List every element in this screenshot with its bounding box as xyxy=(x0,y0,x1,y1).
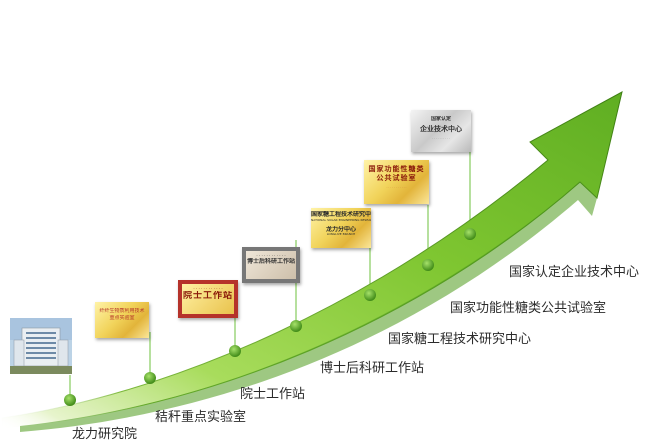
milestone-dot-4 xyxy=(290,320,302,332)
plaque-functional-sugar-lab: 国家功能性糖类 公共试验室 · · · · · · · · · · · xyxy=(364,160,429,204)
plaque-line: NATIONAL SUGAR ENGINEERING RESEARCH CENT… xyxy=(311,218,371,222)
institute-building-photo xyxy=(10,318,72,374)
plaque-line: LONGLIVE BRANCH xyxy=(326,233,356,237)
plaque-line: 院士工作站 xyxy=(182,291,233,302)
milestone-label-6: 国家功能性糖类公共试验室 xyxy=(450,301,607,316)
milestone-label-7: 国家认定企业技术中心 xyxy=(509,265,640,280)
milestone-dot-7 xyxy=(464,228,476,240)
plaque-line: 纤纤生物质利用技术 xyxy=(99,308,145,314)
plaque-line: 博士后科研工作站 xyxy=(246,258,295,266)
plaque-sugar-engineering-center: 国家糖工程技术研究中心 NATIONAL SUGAR ENGINEERING R… xyxy=(311,208,371,248)
milestone-dots xyxy=(64,228,476,406)
growth-arrow xyxy=(1,91,623,429)
milestone-dot-6 xyxy=(422,259,434,271)
plaque-enterprise-tech-center: 国家认定 企业技术中心 · · · · · · · · · · xyxy=(411,110,471,152)
plaque-postdoc-workstation: · · · · · · · · · · · · 博士后科研工作站 xyxy=(242,247,300,283)
plaque-line: 国家功能性糖类 xyxy=(368,165,425,173)
plaque-academician-workstation: · · · · · · · · · · · · 院士工作站 xyxy=(178,280,238,318)
plaque-straw-key-lab: 纤纤生物质利用技术 重点实验室 xyxy=(95,302,149,338)
milestone-dot-5 xyxy=(364,289,376,301)
milestone-dot-2 xyxy=(144,372,156,384)
milestone-label-5: 国家糖工程技术研究中心 xyxy=(388,332,532,347)
milestone-dot-1 xyxy=(64,394,76,406)
plaque-line: 公共试验室 xyxy=(376,174,417,183)
milestone-label-3: 院士工作站 xyxy=(240,387,306,402)
plaque-line: 企业技术中心 xyxy=(420,124,462,133)
milestone-label-4: 博士后科研工作站 xyxy=(320,361,425,376)
milestone-dot-3 xyxy=(229,345,241,357)
plaque-line: 重点实验室 xyxy=(109,314,135,321)
plaque-line: 龙力分中心 xyxy=(325,225,356,233)
milestone-label-1: 龙力研究院 xyxy=(72,427,138,442)
milestone-label-2: 秸秆重点实验室 xyxy=(155,410,247,425)
plaque-line: 国家糖工程技术研究中心 xyxy=(311,211,371,218)
plaque-line: 国家认定 xyxy=(430,116,451,122)
